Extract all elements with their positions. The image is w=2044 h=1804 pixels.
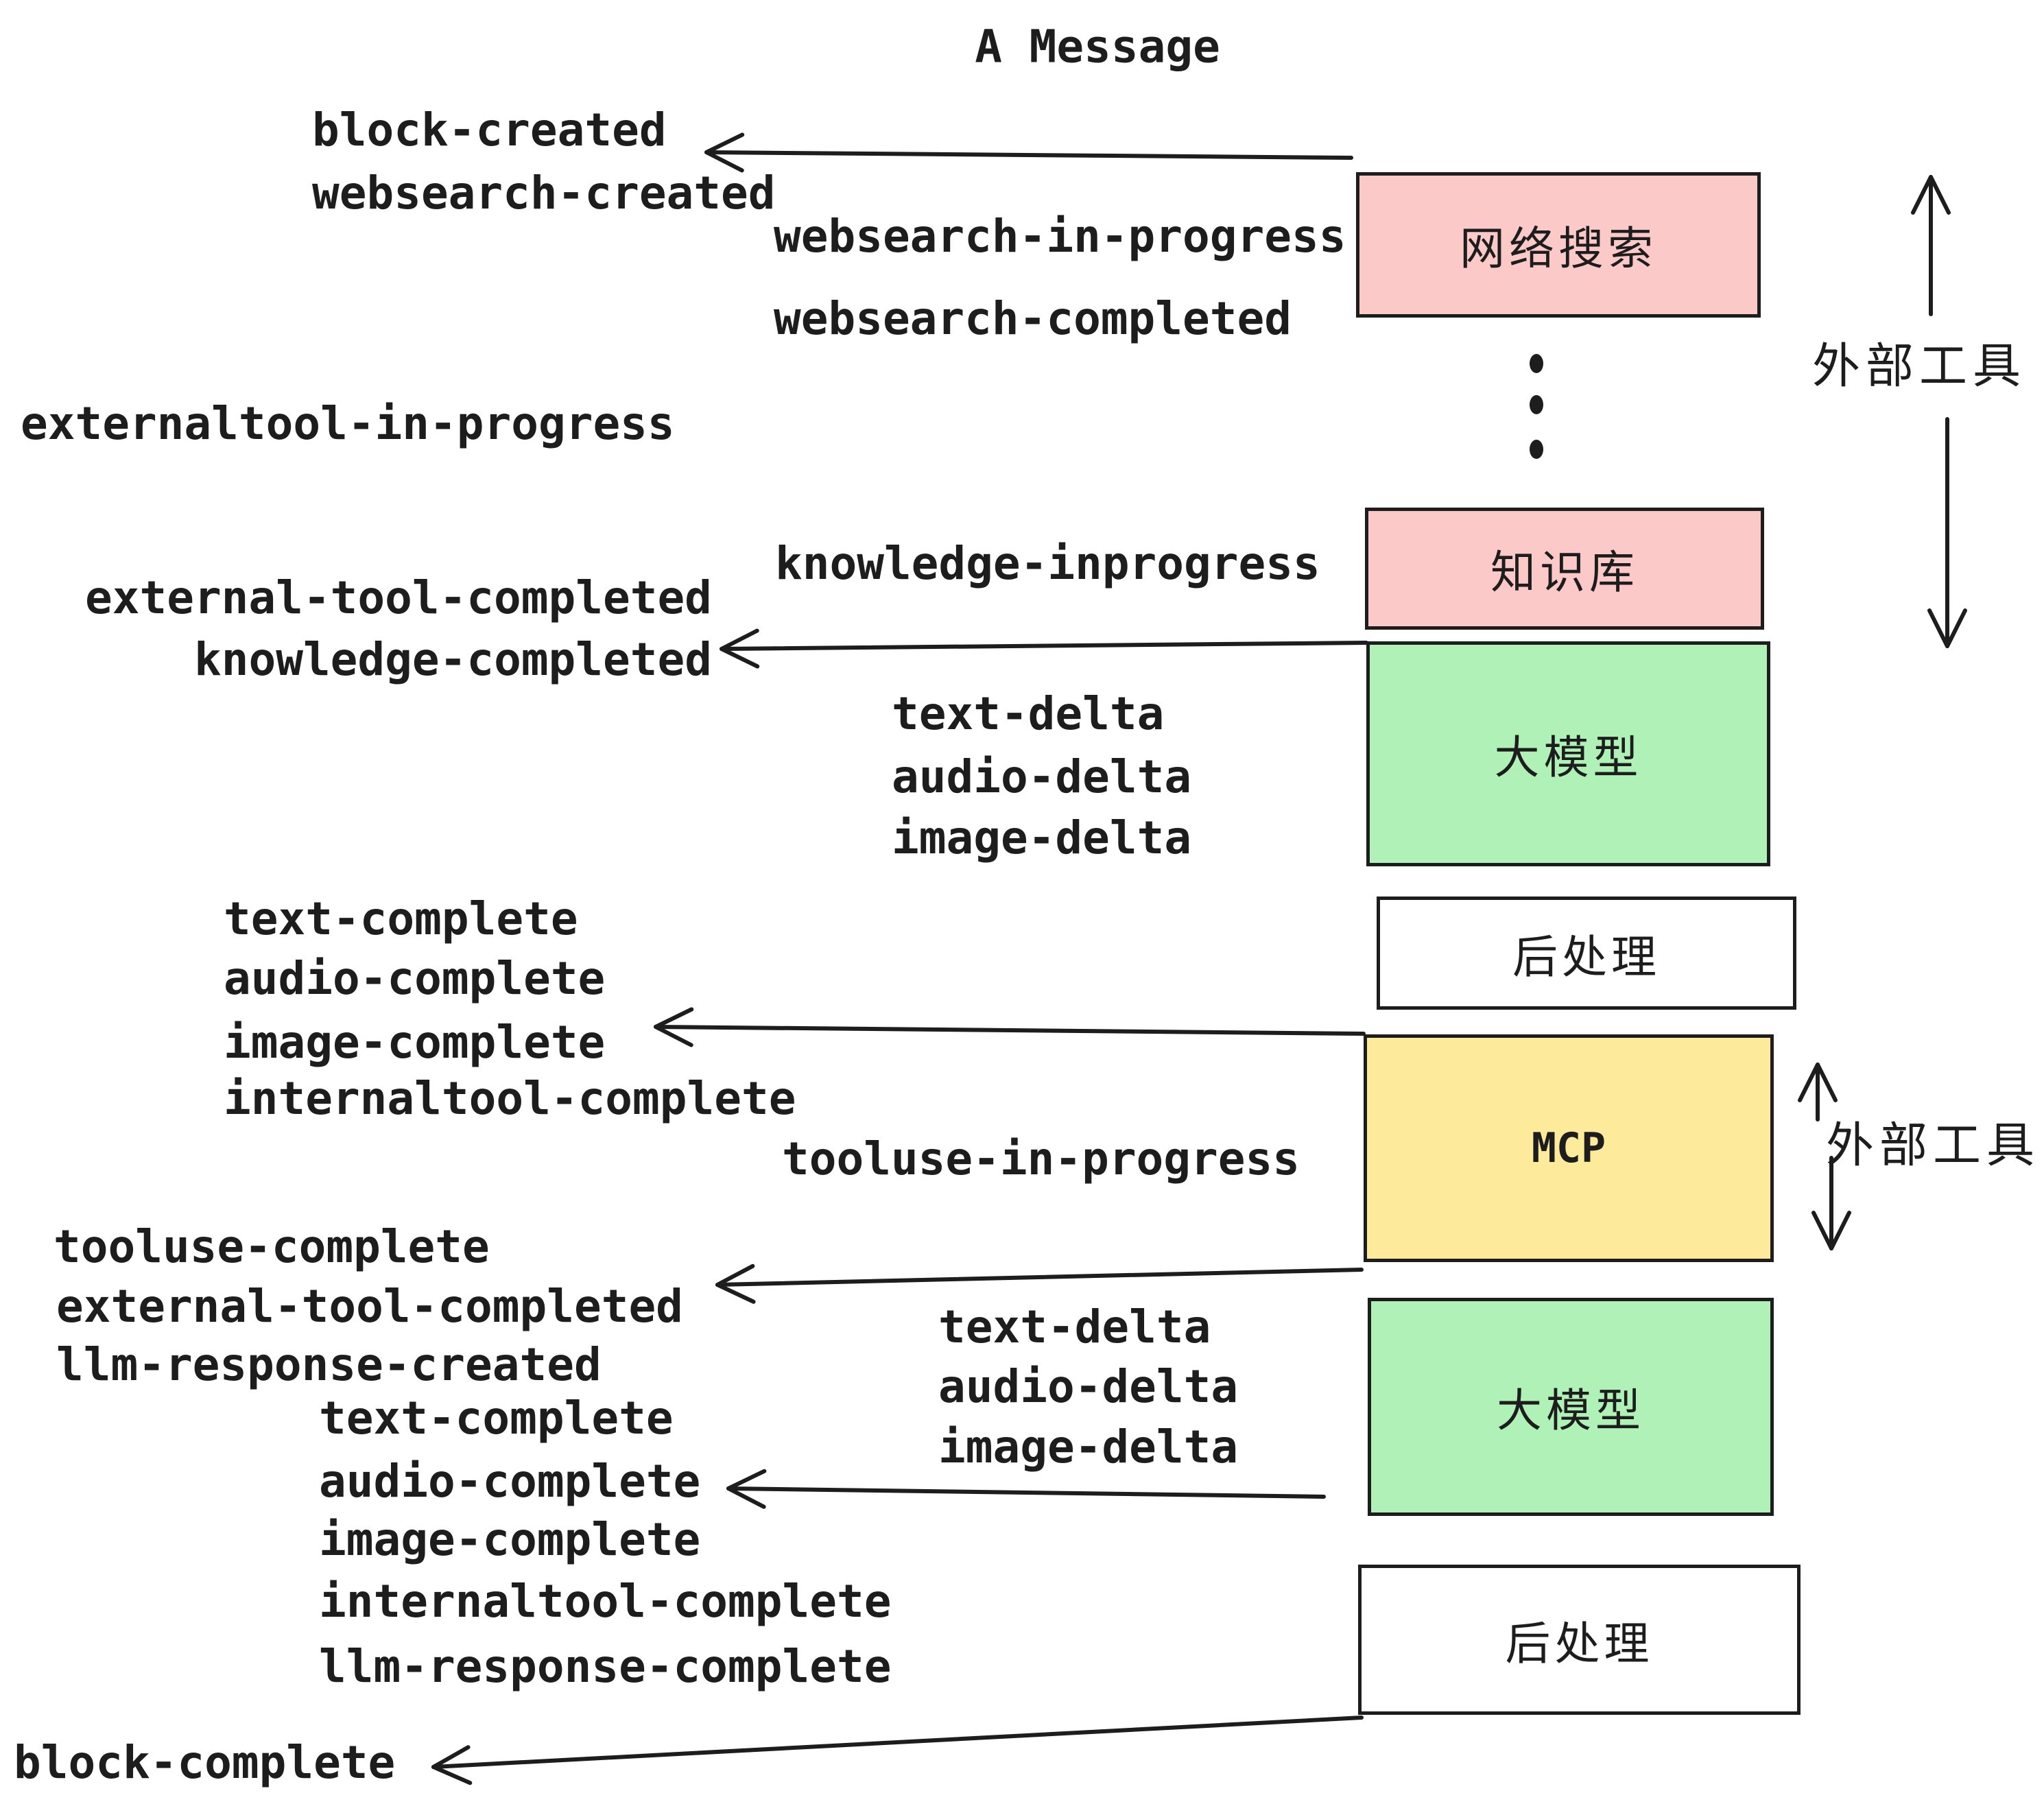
- event-text-complete: text-complete: [224, 892, 578, 945]
- box-label-mcp: MCP: [1531, 1124, 1606, 1172]
- message-arrow: [431, 1716, 1364, 1785]
- event-websearch-completed: websearch-completed: [774, 292, 1292, 345]
- box-label-postprocess-1: 后处理: [1512, 930, 1661, 984]
- event-internaltool-complete: internaltool-complete: [319, 1575, 892, 1628]
- event-llm-response-complete: llm-response-complete: [319, 1640, 892, 1693]
- event-image-delta: image-delta: [938, 1421, 1239, 1473]
- event-websearch-in-progress: websearch-in-progress: [774, 210, 1346, 263]
- event-externaltool-in-progress: externaltool-in-progress: [21, 397, 675, 450]
- box-knowledge: 知识库: [1365, 508, 1764, 630]
- message-arrow: [715, 1263, 1364, 1304]
- event-knowledge-completed: knowledge-completed: [194, 633, 712, 686]
- box-label-websearch: 网络搜索: [1460, 222, 1657, 275]
- event-audio-delta: audio-delta: [892, 750, 1192, 803]
- box-llm-2: 大模型: [1368, 1298, 1774, 1516]
- side-label-external-tools: 外部工具: [1826, 1117, 2040, 1174]
- message-arrow: [704, 132, 1353, 173]
- box-label-llm-2: 大模型: [1497, 1384, 1645, 1437]
- event-text-delta: text-delta: [892, 687, 1165, 740]
- ellipsis-dot: [1530, 440, 1543, 459]
- event-websearch-created: websearch-created: [312, 167, 776, 219]
- box-label-llm-1: 大模型: [1494, 731, 1643, 784]
- event-text-delta: text-delta: [938, 1301, 1211, 1353]
- diagram-title: A Message: [975, 20, 1220, 73]
- event-internaltool-complete: internaltool-complete: [224, 1072, 796, 1125]
- box-postprocess-1: 后处理: [1377, 897, 1796, 1010]
- message-arrow: [654, 1007, 1366, 1047]
- box-label-knowledge: 知识库: [1490, 546, 1639, 599]
- ellipsis-dot: [1530, 354, 1543, 373]
- event-audio-complete: audio-complete: [224, 952, 606, 1005]
- side-label-external-tools: 外部工具: [1812, 337, 2026, 394]
- event-image-delta: image-delta: [892, 811, 1192, 864]
- event-knowledge-inprogress: knowledge-inprogress: [775, 537, 1320, 590]
- ellipsis-dot: [1530, 395, 1543, 414]
- event-text-complete: text-complete: [319, 1392, 674, 1445]
- event-tooluse-complete: tooluse-complete: [54, 1220, 490, 1273]
- event-external-tool-completed: external-tool-completed: [56, 1280, 683, 1333]
- box-llm-1: 大模型: [1366, 641, 1770, 866]
- message-arrow: [720, 628, 1368, 669]
- event-llm-response-created: llm-response-created: [56, 1338, 602, 1391]
- box-label-postprocess-2: 后处理: [1505, 1617, 1654, 1670]
- event-audio-delta: audio-delta: [938, 1360, 1239, 1413]
- event-tooluse-in-progress: tooluse-in-progress: [782, 1132, 1300, 1185]
- box-postprocess-2: 后处理: [1358, 1565, 1801, 1715]
- event-block-created: block-created: [312, 104, 667, 156]
- event-audio-complete: audio-complete: [319, 1455, 701, 1508]
- event-image-complete: image-complete: [319, 1513, 701, 1566]
- message-arrow: [726, 1469, 1326, 1509]
- event-image-complete: image-complete: [224, 1016, 606, 1069]
- box-websearch: 网络搜索: [1356, 172, 1761, 318]
- box-mcp: MCP: [1364, 1034, 1774, 1262]
- event-external-tool-completed: external-tool-completed: [85, 571, 712, 624]
- event-block-complete: block-complete: [14, 1736, 396, 1789]
